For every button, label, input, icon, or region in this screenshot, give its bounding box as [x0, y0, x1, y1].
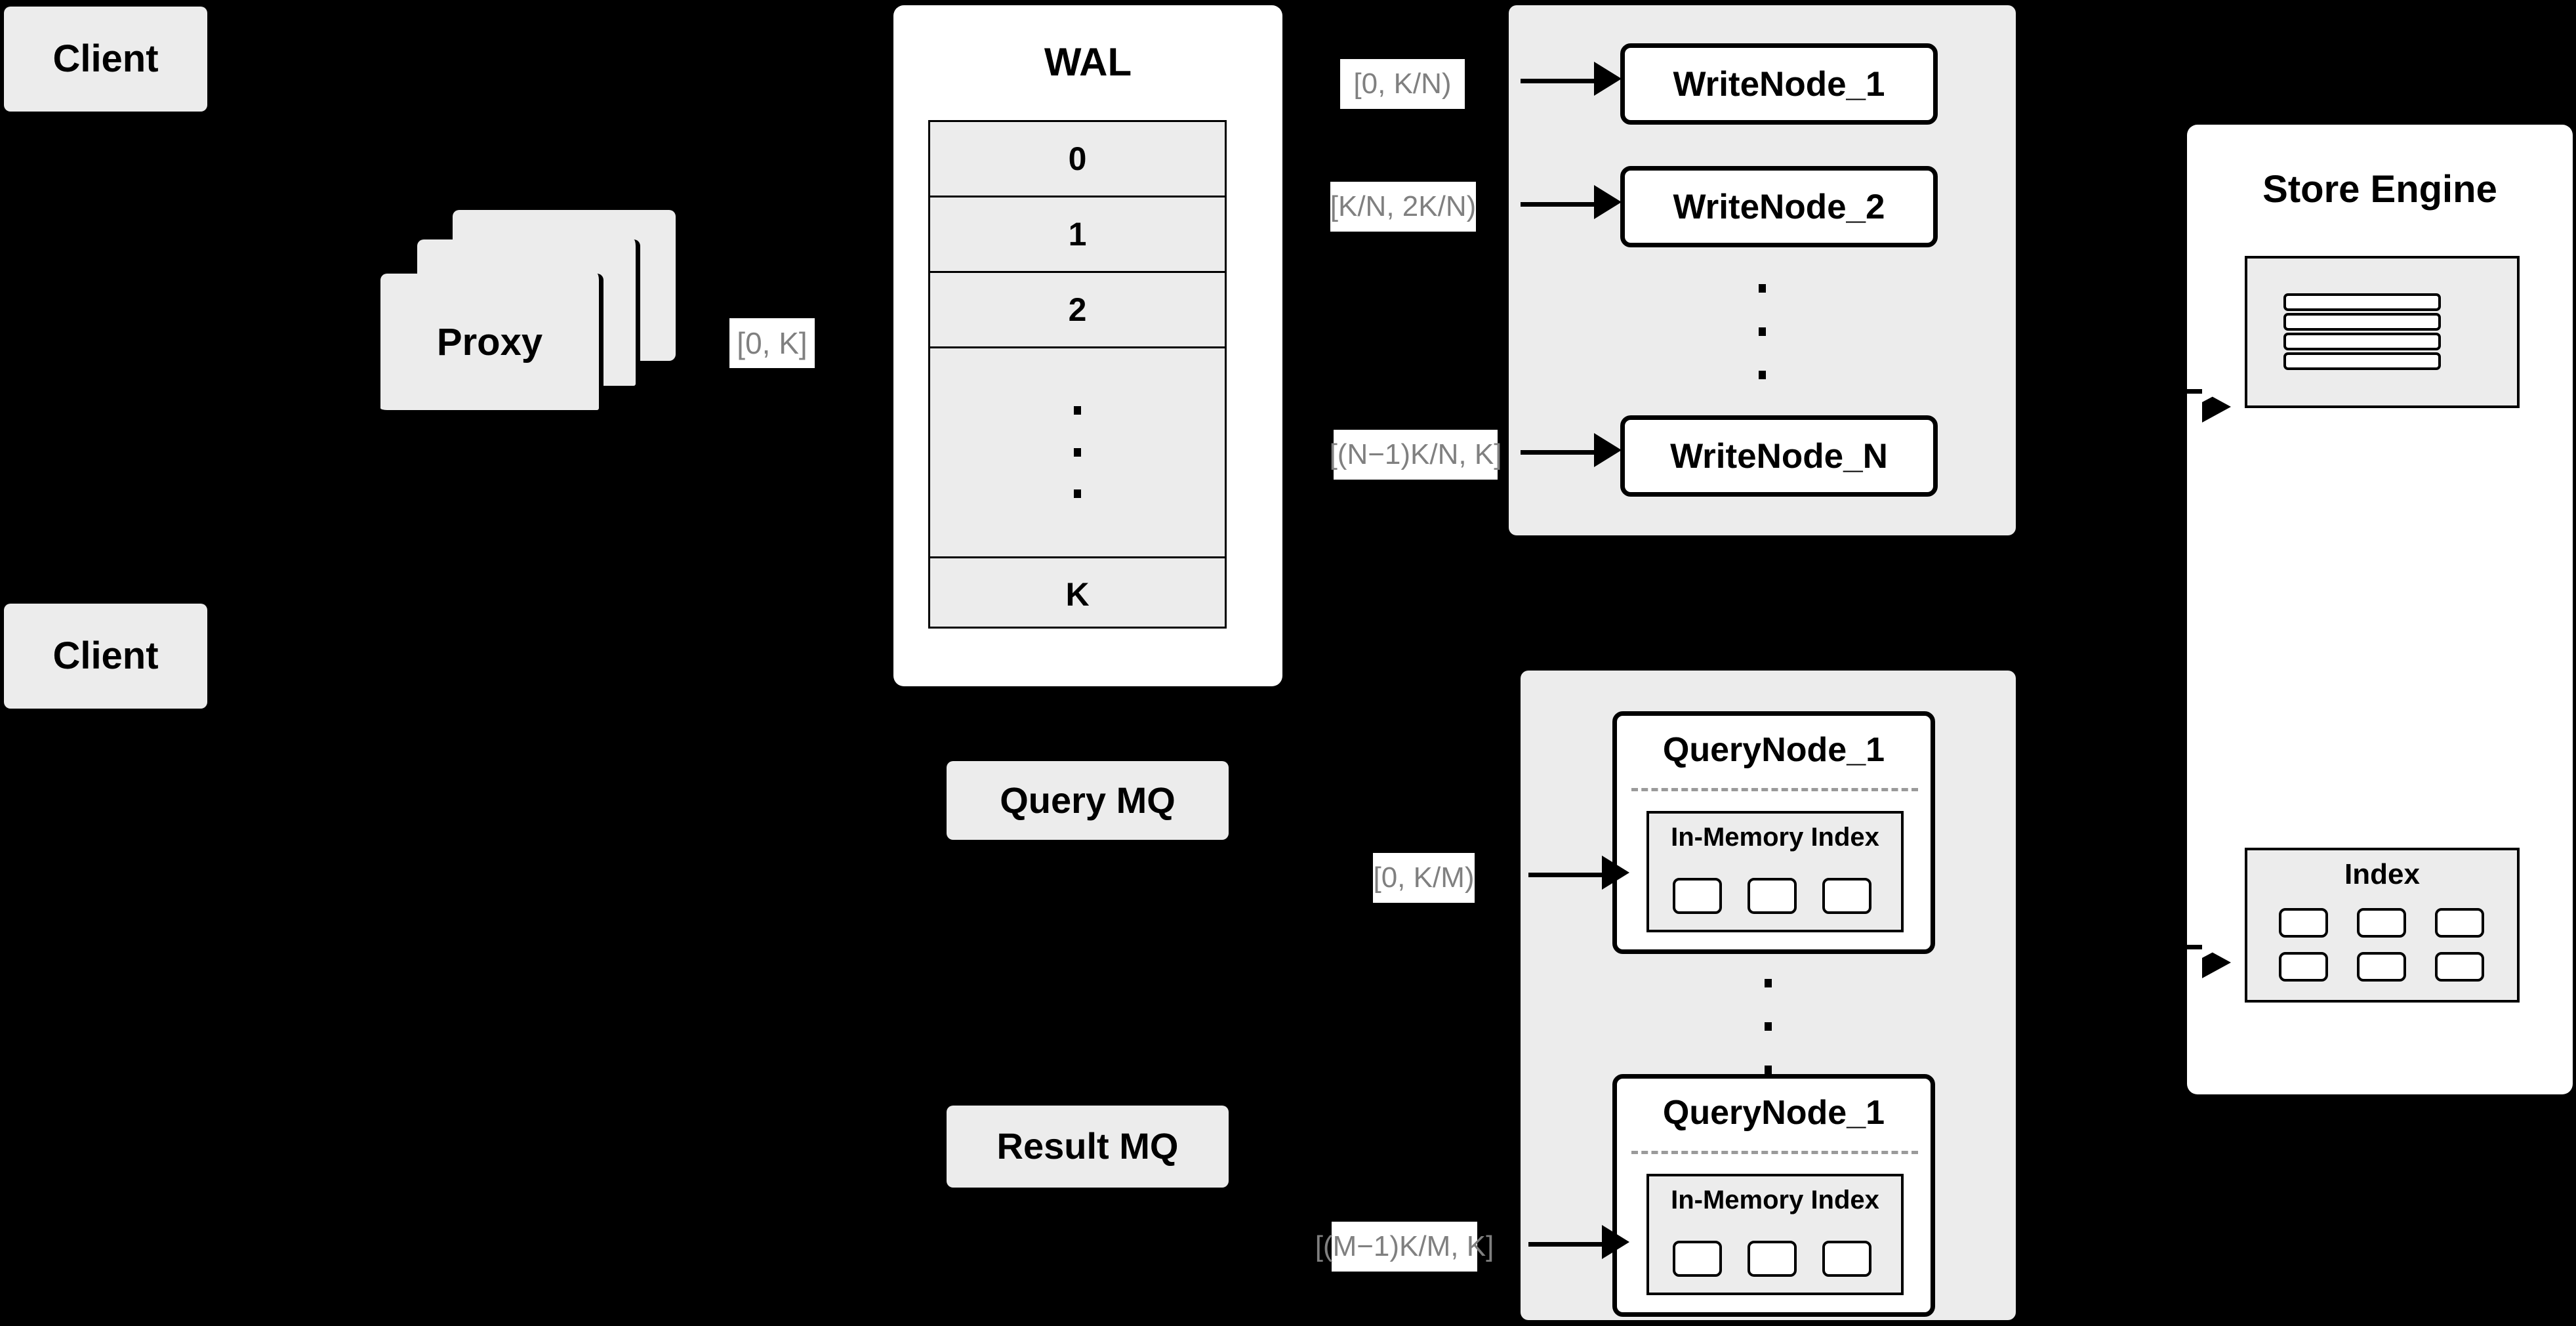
query-node-1-index-cell-2	[1748, 878, 1797, 914]
client-label-2: Client	[52, 634, 159, 677]
binlog-segment-2	[2283, 313, 2441, 331]
query-node-1-index-cell-1	[1673, 878, 1722, 914]
query-node-2[interactable]: QueryNode_1 In-Memory Index	[1612, 1074, 1935, 1317]
query-mq-box[interactable]: Query MQ	[947, 761, 1229, 840]
write-node-1-arrow-line	[1521, 79, 1599, 83]
index-cell-1	[2279, 908, 2328, 938]
binlog-panel-frame	[2245, 256, 2520, 408]
wal-table: 0 1 2 K	[928, 120, 1227, 629]
index-inbound-arrow-line	[2148, 945, 2206, 949]
result-mq-label: Result MQ	[996, 1125, 1179, 1167]
write-node-n-arrow-head	[1594, 433, 1622, 467]
index-title: Index	[2344, 858, 2420, 890]
query-node-2-label: QueryNode_1	[1662, 1094, 1885, 1132]
write-node-1-arrow-head	[1594, 62, 1622, 96]
proxy-label: Proxy	[436, 320, 543, 363]
binlog-segment-4	[2283, 352, 2441, 370]
query-cluster-ellipsis-dots	[1764, 979, 1772, 1074]
query-node-1-divider	[1631, 788, 1918, 791]
index-cell-6	[2435, 952, 2484, 982]
index-panel: Index	[2245, 848, 2520, 1003]
query-node-1-memory-index-title: In-Memory Index	[1671, 823, 1879, 852]
write-cluster-ellipsis-dots	[1758, 284, 1766, 379]
query-node-2-memory-index-title: In-Memory Index	[1671, 1186, 1879, 1214]
write-node-1-label: WriteNode_1	[1673, 64, 1885, 104]
write-node-n-range-label: [(N−1)K/N, K]	[1330, 430, 1502, 480]
wal-container: WAL 0 1 2 K	[893, 5, 1282, 686]
binlog-segment-1	[2283, 293, 2441, 311]
write-node-n-label: WriteNode_N	[1670, 436, 1888, 476]
proxy-front-card[interactable]: Proxy	[380, 274, 603, 415]
query-node-1-memory-index-panel: In-Memory Index	[1646, 811, 1904, 932]
query-mq-label: Query MQ	[1000, 779, 1176, 821]
write-node-2-arrow-head	[1594, 185, 1622, 219]
write-node-cluster: WriteNode_1 WriteNode_2 WriteNode_N	[1509, 5, 2016, 535]
write-node-2[interactable]: WriteNode_2	[1620, 166, 1938, 247]
write-node-2-label: WriteNode_2	[1673, 187, 1885, 226]
index-cell-4	[2279, 952, 2328, 982]
query-node-2-divider	[1631, 1151, 1918, 1154]
index-cell-5	[2357, 952, 2406, 982]
query-node-1-label: QueryNode_1	[1662, 731, 1885, 769]
proxy-range-label: [0, K]	[729, 318, 815, 368]
query-node-1-range-label: [0, K/M)	[1373, 853, 1475, 903]
query-node-2-arrow-head	[1602, 1225, 1629, 1259]
write-node-2-arrow-line	[1521, 202, 1599, 207]
write-node-1-range-label: [0, K/N)	[1340, 59, 1465, 109]
query-node-2-index-cell-3	[1822, 1241, 1871, 1277]
proxy-stack[interactable]: Proxy	[380, 210, 689, 440]
binlog-segment-3	[2283, 333, 2441, 350]
query-node-1-arrow-line	[1528, 873, 1607, 877]
query-node-1[interactable]: QueryNode_1 In-Memory Index	[1612, 711, 1935, 954]
query-node-2-index-cell-1	[1673, 1241, 1722, 1277]
index-cell-3	[2435, 908, 2484, 938]
query-node-2-range-label: [(M−1)K/M, K]	[1315, 1222, 1494, 1272]
client-box-1[interactable]: Client	[4, 7, 207, 112]
write-node-1[interactable]: WriteNode_1	[1620, 43, 1938, 125]
store-engine-container: Store Engine Binlog Index	[2187, 125, 2573, 1094]
wal-row-0: 0	[930, 122, 1225, 197]
wal-row-ellipsis	[930, 348, 1225, 558]
wal-row-2: 2	[930, 273, 1225, 348]
wal-ellipsis-dots	[1073, 406, 1081, 498]
write-node-n[interactable]: WriteNode_N	[1620, 415, 1938, 497]
store-engine-title: Store Engine	[2262, 168, 2497, 211]
client-box-2[interactable]: Client	[4, 604, 207, 709]
index-cell-2	[2357, 908, 2406, 938]
result-mq-box[interactable]: Result MQ	[947, 1106, 1229, 1188]
wal-row-1: 1	[930, 197, 1225, 273]
write-node-n-arrow-line	[1521, 450, 1599, 455]
write-node-2-range-label: [K/N, 2K/N)	[1330, 182, 1476, 232]
query-node-1-arrow-head	[1602, 856, 1629, 890]
query-node-cluster: QueryNode_1 In-Memory Index QueryNode_1 …	[1521, 671, 2016, 1320]
wal-title: WAL	[1044, 40, 1132, 84]
query-node-2-index-cell-2	[1748, 1241, 1797, 1277]
wal-row-K: K	[1065, 575, 1090, 613]
binlog-inbound-arrow-line	[2148, 389, 2206, 394]
query-node-1-index-cell-3	[1822, 878, 1871, 914]
client-label-1: Client	[52, 37, 159, 80]
query-node-2-memory-index-panel: In-Memory Index	[1646, 1174, 1904, 1295]
query-node-2-arrow-line	[1528, 1242, 1607, 1247]
